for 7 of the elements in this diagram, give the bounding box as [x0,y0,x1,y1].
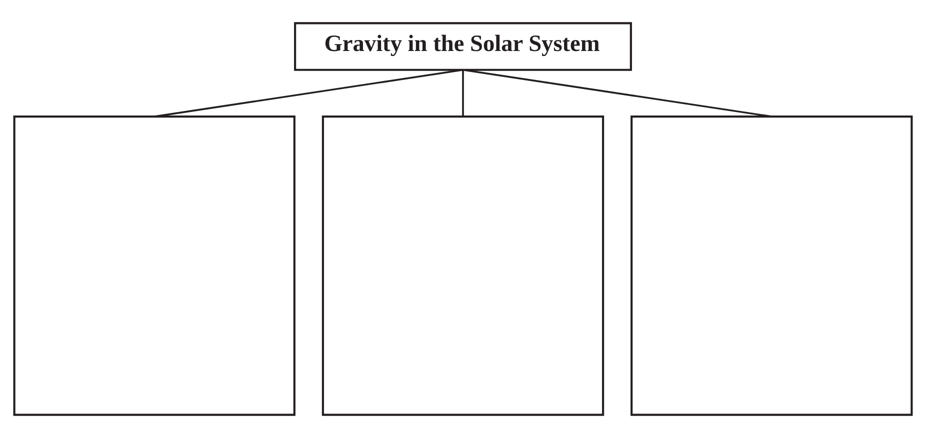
node-box: Gravity in the Solar System [294,22,632,70]
connector [462,68,772,117]
node-box [321,115,604,416]
node-box [12,115,295,416]
connector [154,68,463,117]
node-box [630,115,912,416]
connector [462,69,464,116]
